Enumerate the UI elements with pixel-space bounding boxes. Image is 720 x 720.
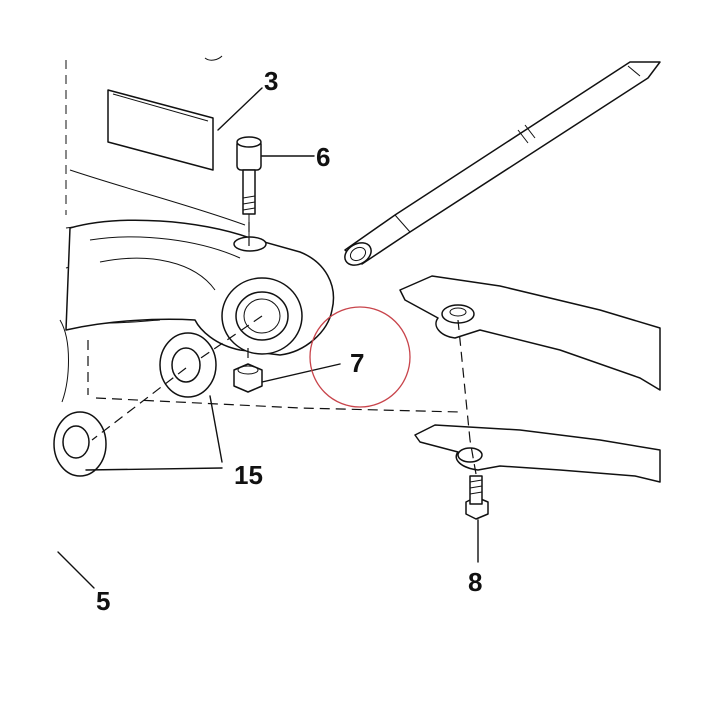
callout-6: 6: [316, 142, 330, 172]
assembly-lines: [87, 222, 471, 441]
shaft-part: [344, 61, 661, 266]
highlight-circle: [309, 306, 411, 408]
callout-15: 15: [234, 460, 263, 490]
plate-part: [107, 89, 214, 171]
upper-bracket-part: [399, 275, 661, 391]
lower-bracket-part: [414, 424, 661, 483]
callout-5: 5: [96, 586, 110, 616]
washer-part-lower: [53, 411, 107, 477]
nut-part: [233, 348, 263, 393]
leader-lines: [57, 87, 479, 589]
callout-3: 3: [264, 66, 278, 96]
callout-8: 8: [468, 567, 482, 597]
callout-7: 7: [350, 348, 364, 378]
washer-part-upper: [159, 332, 217, 398]
screw-part: [465, 439, 489, 520]
arm-part: [65, 219, 335, 356]
bolt-part: [236, 136, 262, 244]
